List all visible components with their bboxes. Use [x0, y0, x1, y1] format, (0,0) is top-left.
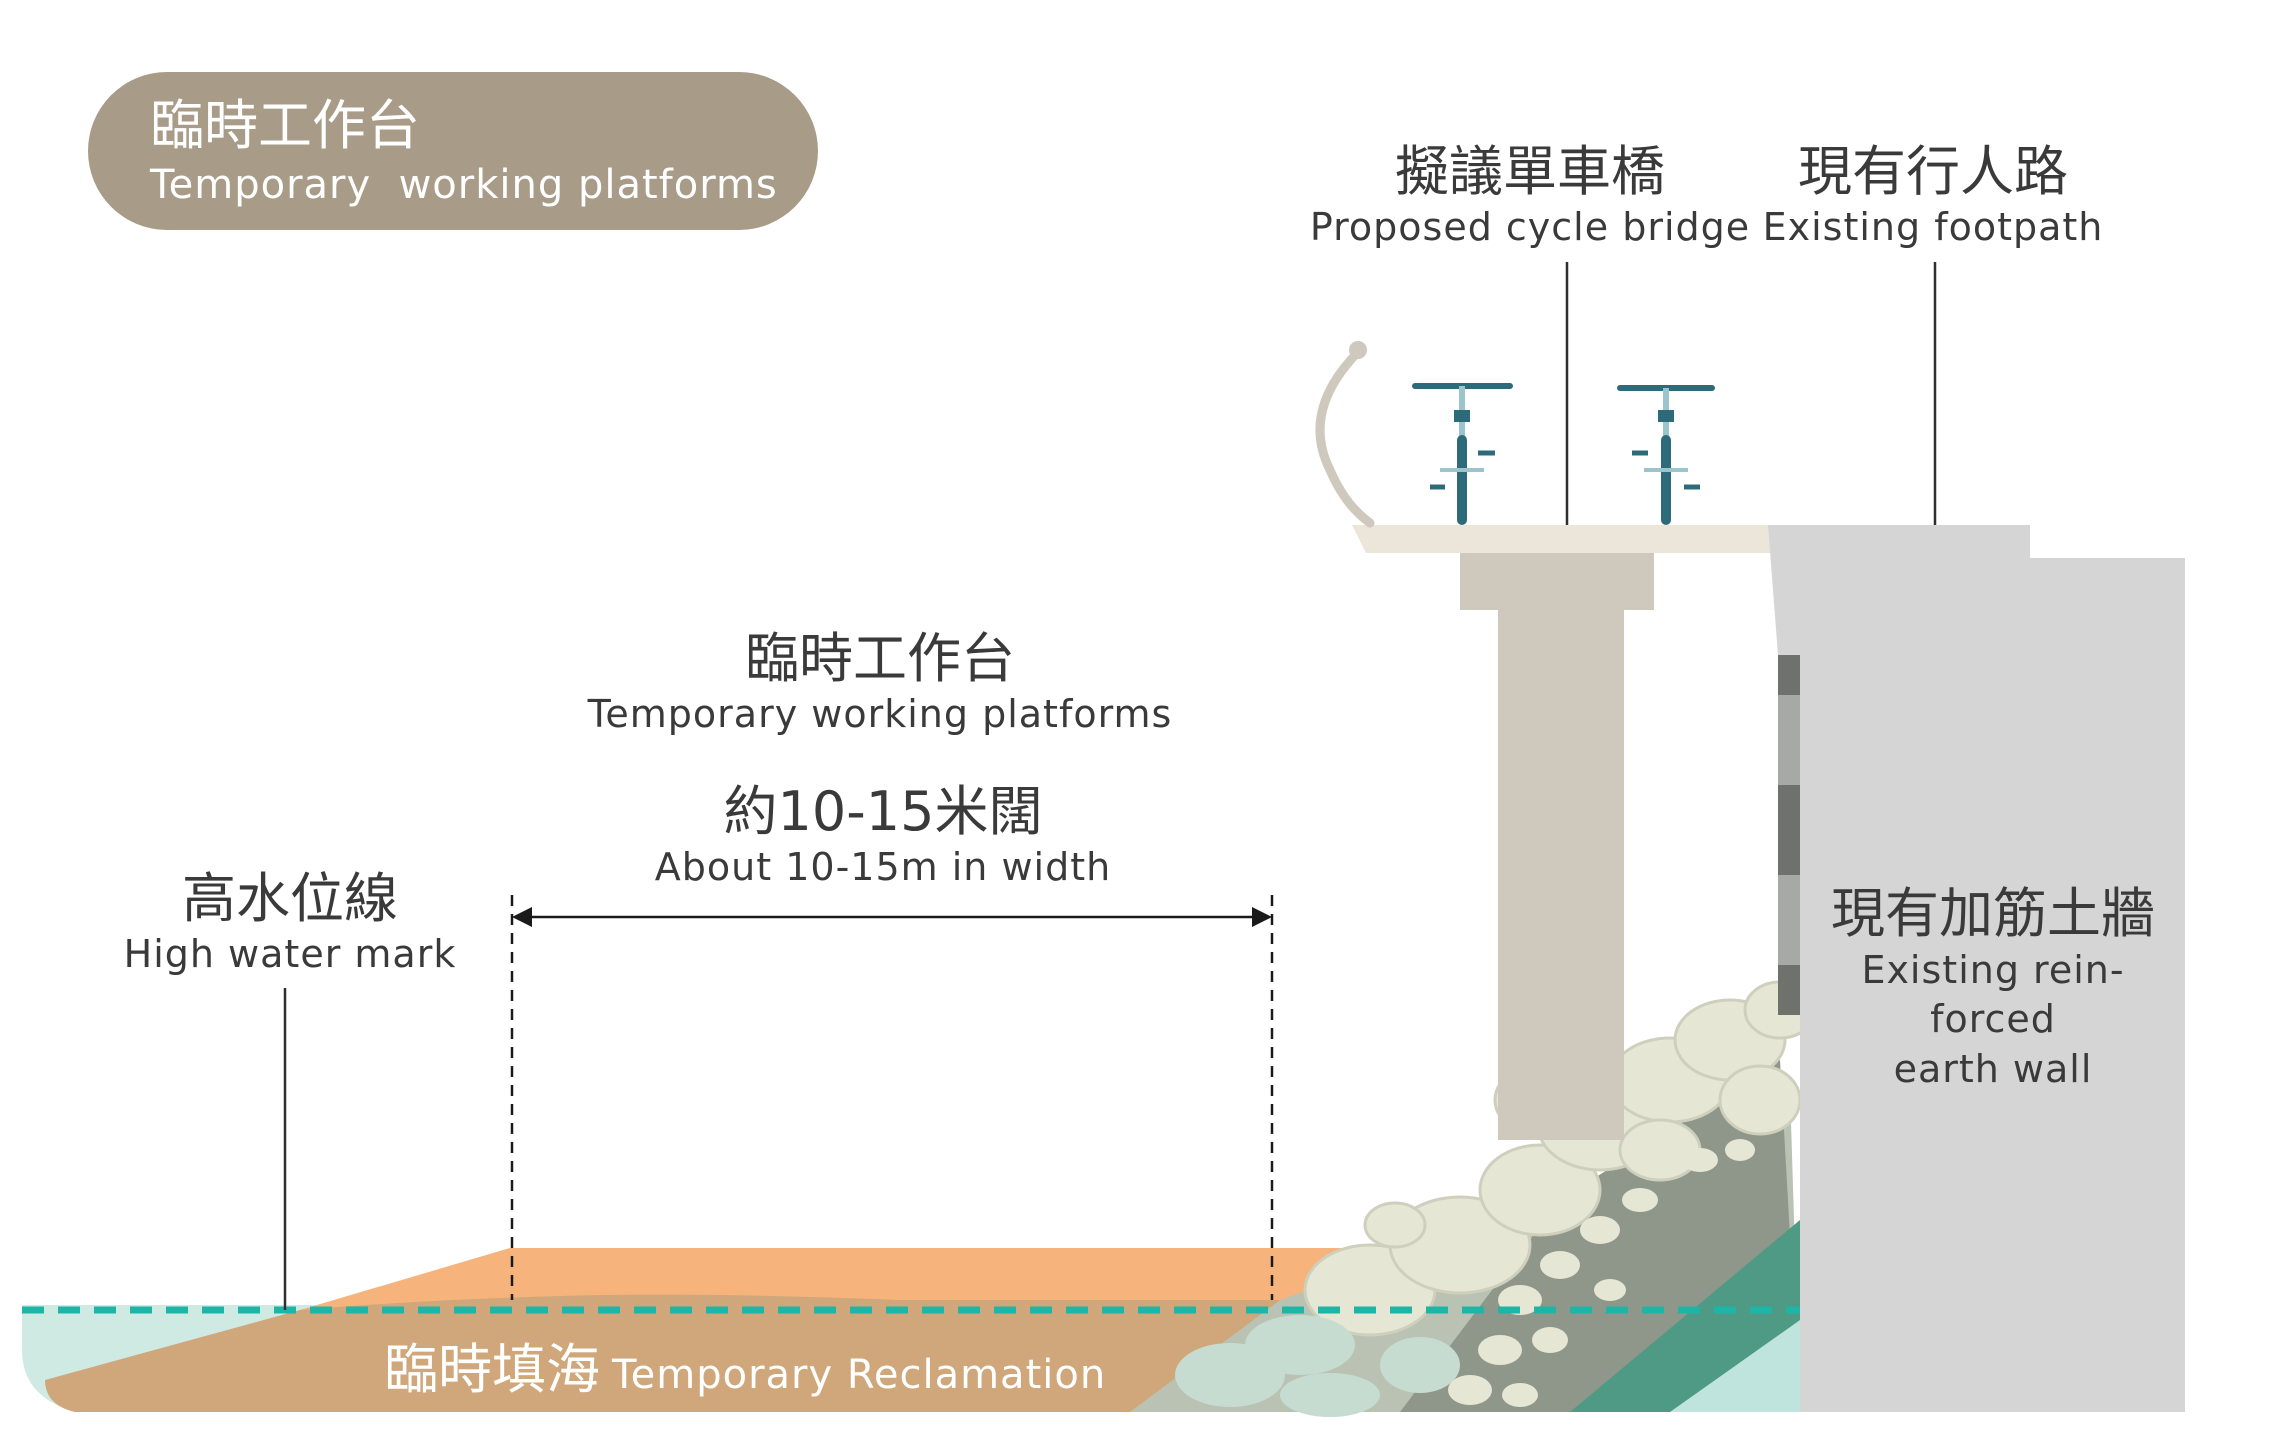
- label-wall: 現有加筋土牆 Existing rein- forced earth wall: [1831, 882, 2155, 1091]
- rock-armour: [1130, 980, 1817, 1417]
- label-bridge-zh: 擬議單車橋: [1395, 140, 1665, 203]
- pebble: [1580, 1216, 1620, 1244]
- label-platform-zh: 臨時工作台: [745, 627, 1015, 690]
- earth-wall-body: [1768, 525, 2185, 1412]
- rock-underwater: [1245, 1315, 1355, 1375]
- label-footpath: 現有行人路 Existing footpath: [1763, 140, 2104, 249]
- label-footpath-en: Existing footpath: [1763, 205, 2104, 249]
- bicycle-icon: [1412, 383, 1513, 525]
- label-reclamation: 臨時填海 Temporary Reclamation: [384, 1338, 1106, 1401]
- bridge-deck: [1352, 525, 1780, 553]
- label-width-en: About 10-15m in width: [655, 845, 1111, 889]
- label-bridge: 擬議單車橋 Proposed cycle bridge: [1310, 140, 1750, 249]
- pebble: [1622, 1188, 1658, 1212]
- rock: [1618, 1118, 1702, 1182]
- label-water: 高水位線 High water mark: [124, 867, 457, 976]
- pebble: [1725, 1139, 1755, 1161]
- arrow-right-icon: [1252, 907, 1272, 927]
- rock: [1718, 1064, 1802, 1136]
- pebble: [1502, 1383, 1538, 1407]
- rock-underwater: [1380, 1337, 1460, 1393]
- label-reclamation-zh: 臨時填海: [384, 1338, 600, 1401]
- label-wall-en-3: earth wall: [1894, 1047, 2093, 1091]
- header-badge: 臨時工作台 Temporary working platforms: [88, 72, 818, 230]
- pebble: [1540, 1251, 1580, 1279]
- label-water-zh: 高水位線: [182, 867, 398, 930]
- rock-underwater: [1280, 1373, 1380, 1417]
- label-width: 約10-15米闊 About 10-15m in width: [655, 780, 1111, 889]
- arrow-left-icon: [512, 907, 532, 927]
- header-badge-shape: [88, 72, 818, 230]
- label-wall-zh: 現有加筋土牆: [1831, 882, 2155, 945]
- label-platform-en: Temporary working platforms: [587, 692, 1173, 736]
- label-bridge-en: Proposed cycle bridge: [1310, 205, 1750, 249]
- label-platform: 臨時工作台 Temporary working platforms: [587, 627, 1173, 736]
- pebble: [1448, 1375, 1492, 1405]
- railing-top: [1349, 341, 1367, 359]
- header-badge-en: Temporary working platforms: [149, 162, 778, 208]
- cycle-bridge: [1315, 341, 1780, 1140]
- bridge-railing: [1315, 345, 1375, 528]
- label-width-zh: 約10-15米闊: [724, 780, 1043, 843]
- slope-light-water: [1670, 1320, 1800, 1412]
- rock: [1478, 1143, 1602, 1237]
- reclamation-fill: [45, 1294, 1300, 1412]
- pebble: [1532, 1327, 1568, 1353]
- header-badge-zh: 臨時工作台: [150, 94, 420, 157]
- bridge-pier: [1498, 600, 1624, 1140]
- pebble: [1682, 1148, 1718, 1172]
- label-footpath-zh: 現有行人路: [1798, 140, 2068, 203]
- bicycle-icon: [1617, 385, 1715, 525]
- earth-wall: [1768, 525, 2185, 1412]
- pebble: [1594, 1279, 1626, 1301]
- pier-cap: [1460, 548, 1654, 610]
- label-water-en: High water mark: [124, 932, 457, 976]
- width-dimension: [510, 895, 1274, 1300]
- pebble: [1478, 1335, 1522, 1365]
- rock: [1363, 1201, 1427, 1249]
- label-reclamation-en: Temporary Reclamation: [611, 1352, 1106, 1398]
- label-wall-en-1: Existing rein-: [1861, 948, 2124, 992]
- label-wall-en-2: forced: [1930, 997, 2056, 1041]
